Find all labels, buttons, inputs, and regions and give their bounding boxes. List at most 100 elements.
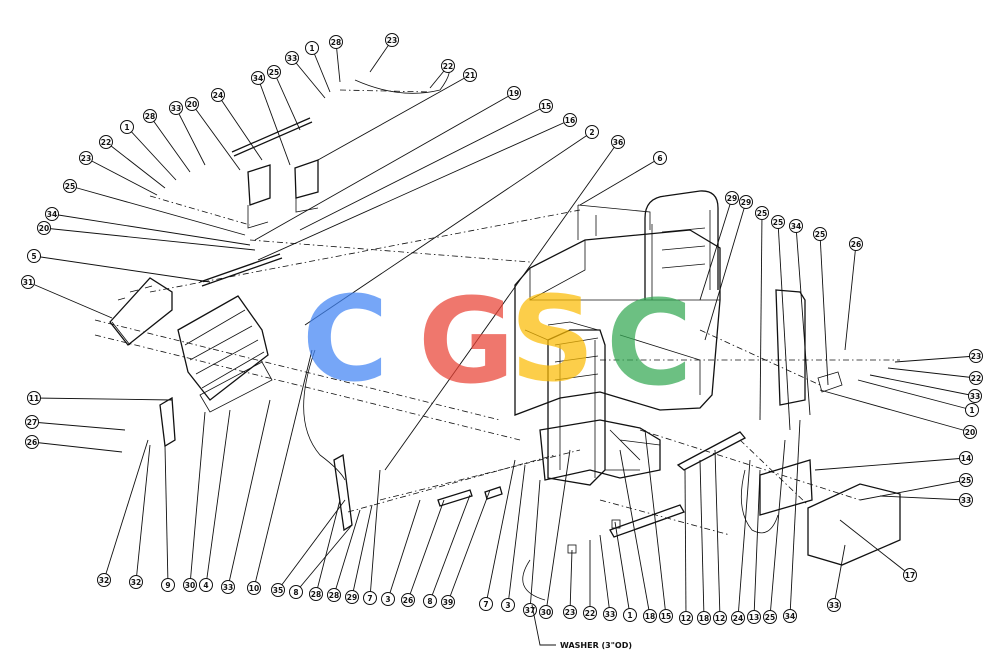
leader-line <box>447 489 491 603</box>
leader-line <box>217 94 263 161</box>
balloon-label: 22 <box>101 138 111 147</box>
part-balloon: 3 <box>381 592 395 606</box>
part-balloon: 26 <box>849 237 863 251</box>
leader-line <box>887 367 977 379</box>
leader-line <box>869 374 976 397</box>
leader-line <box>304 131 593 326</box>
balloon-label: 25 <box>65 182 75 191</box>
leader-line <box>833 544 846 606</box>
balloon-label: 7 <box>367 594 372 603</box>
leader-line <box>135 444 151 583</box>
leader-line <box>33 255 211 283</box>
leader-line <box>43 227 256 251</box>
balloon-label: 33 <box>287 54 297 63</box>
tray-assembly <box>177 295 269 401</box>
balloon-label: 25 <box>757 209 767 218</box>
leader-line <box>819 233 829 386</box>
handrail <box>644 190 719 300</box>
leader-line <box>277 499 346 591</box>
leader-line <box>704 201 747 341</box>
part-balloon: 33 <box>603 607 617 621</box>
leader-line <box>614 521 631 616</box>
part-balloon: 39 <box>441 595 455 609</box>
part-balloon: 33 <box>221 580 235 594</box>
leader-line <box>789 419 801 617</box>
leader-line <box>105 141 166 189</box>
balloon-label: 18 <box>699 614 709 623</box>
balloon-label: 23 <box>387 36 397 45</box>
leader-line <box>859 479 967 501</box>
balloon-label: 8 <box>427 597 432 606</box>
balloon-label: 14 <box>961 454 971 463</box>
part-balloon: 34 <box>251 71 265 85</box>
part-balloon: 33 <box>968 389 982 403</box>
balloon-label: 22 <box>585 609 595 618</box>
balloon-label: 10 <box>249 584 259 593</box>
part-balloon: 6 <box>653 151 667 165</box>
part-balloon: 18 <box>697 611 711 625</box>
balloon-label: 1 <box>627 611 632 620</box>
leader-line <box>369 469 381 599</box>
balloon-label: 23 <box>565 608 575 617</box>
leader-line <box>257 77 291 166</box>
leader-line <box>205 409 231 586</box>
balloon-label: 7 <box>483 600 488 609</box>
balloon-label: 22 <box>443 62 453 71</box>
part-balloon: 34 <box>783 609 797 623</box>
balloon-label: 25 <box>815 230 825 239</box>
part-balloon: 1 <box>965 403 979 417</box>
leader-line <box>879 495 967 501</box>
balloon-label: 26 <box>851 240 861 249</box>
part-balloon: 25 <box>267 65 281 79</box>
balloon-label: 6 <box>657 154 662 163</box>
balloon-label: 37 <box>525 606 535 615</box>
part-balloon: 5 <box>27 249 41 263</box>
lower-bracket <box>539 419 661 481</box>
leader-line <box>857 379 973 411</box>
leader-line <box>429 494 471 602</box>
back-plate <box>109 277 173 346</box>
leader-line <box>257 119 571 261</box>
part-balloon: 23 <box>79 151 93 165</box>
balloon-label: 23 <box>971 352 981 361</box>
part-balloon: 29 <box>345 590 359 604</box>
leader-line <box>253 349 313 589</box>
balloon-label: 20 <box>187 100 197 109</box>
part-balloon: 28 <box>309 587 323 601</box>
leader-line <box>737 459 751 619</box>
balloon-label: 26 <box>403 596 413 605</box>
part-balloon: 25 <box>63 179 77 193</box>
balloon-label: 24 <box>733 614 743 623</box>
part-balloon: 33 <box>827 598 841 612</box>
part-balloon: 35 <box>271 583 285 597</box>
balloon-label: 16 <box>565 116 575 125</box>
balloon-label: 30 <box>541 608 551 617</box>
leader-line <box>33 397 173 401</box>
leader-line <box>795 225 811 416</box>
balloon-label: 31 <box>23 278 33 287</box>
balloon-label: 15 <box>661 612 671 621</box>
part-balloons: 2328133222125342420332812223253420531191… <box>21 33 983 625</box>
part-balloon: 3 <box>501 598 515 612</box>
leader-line <box>27 281 113 319</box>
part-balloon: 24 <box>211 88 225 102</box>
part-balloon: 2 <box>585 125 599 139</box>
leader-line <box>333 509 361 596</box>
leader-line <box>273 71 301 131</box>
balloon-label: 28 <box>329 591 339 600</box>
balloon-label: 35 <box>273 586 283 595</box>
leader-line <box>387 499 421 600</box>
part-balloon: 33 <box>285 51 299 65</box>
part-balloon: 8 <box>423 594 437 608</box>
part-balloon: 20 <box>963 425 977 439</box>
leader-line <box>126 126 177 181</box>
balloon-label: 34 <box>47 210 57 219</box>
leader-lines <box>27 39 977 619</box>
leader-line <box>714 449 721 619</box>
leader-line <box>31 421 126 431</box>
part-balloon: 22 <box>99 135 113 149</box>
leader-line <box>529 479 541 611</box>
balloon-label: 32 <box>131 578 141 587</box>
